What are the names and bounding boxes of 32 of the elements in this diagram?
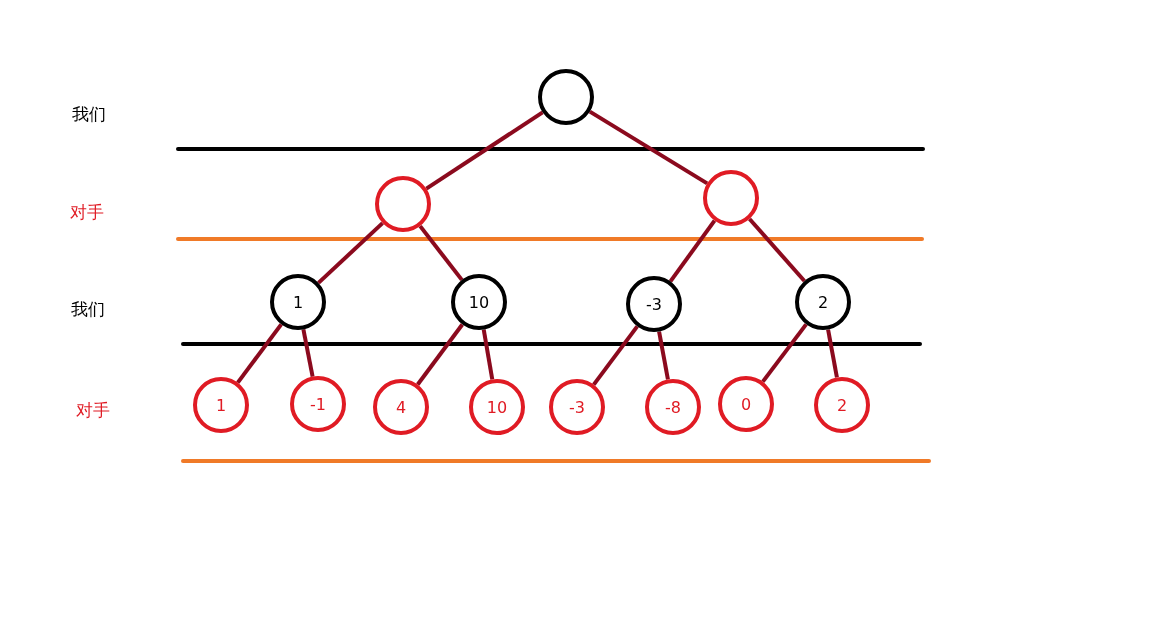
tree-edge: [657, 331, 670, 380]
tree-node-circle: 2: [814, 377, 870, 433]
tree-node-circle: -3: [626, 276, 682, 332]
tree-node-circle: 2: [795, 274, 851, 330]
tree-node-circle: [375, 176, 431, 232]
tree-node-circle: 1: [270, 274, 326, 330]
tree-edge: [301, 329, 315, 377]
tree-edge: [826, 329, 839, 378]
tree-edge: [761, 323, 808, 383]
tree-node-circle: [538, 69, 594, 125]
tree-edge: [425, 110, 544, 191]
tree-edge: [481, 329, 495, 380]
tree-edge: [418, 224, 464, 282]
tree-node-circle: -3: [549, 379, 605, 435]
tree-node-circle: -1: [290, 376, 346, 432]
tree-node-circle: 1: [193, 377, 249, 433]
tree-node-circle: [703, 170, 759, 226]
tree-node-circle: -8: [645, 379, 701, 435]
row-label: 我们: [71, 298, 105, 321]
tree-edge: [236, 323, 283, 384]
tree-node-circle: 10: [451, 274, 507, 330]
tree-edge: [588, 109, 709, 186]
tree-edge: [416, 323, 464, 386]
tree-edge: [668, 219, 717, 283]
tree-node-circle: 0: [718, 376, 774, 432]
tree-node-circle: 4: [373, 379, 429, 435]
tree-edge: [317, 221, 384, 285]
tree-node-circle: 10: [469, 379, 525, 435]
row-label: 我们: [72, 103, 106, 126]
tree-edge: [748, 217, 806, 283]
row-label: 对手: [70, 201, 104, 224]
row-label: 对手: [76, 399, 110, 422]
